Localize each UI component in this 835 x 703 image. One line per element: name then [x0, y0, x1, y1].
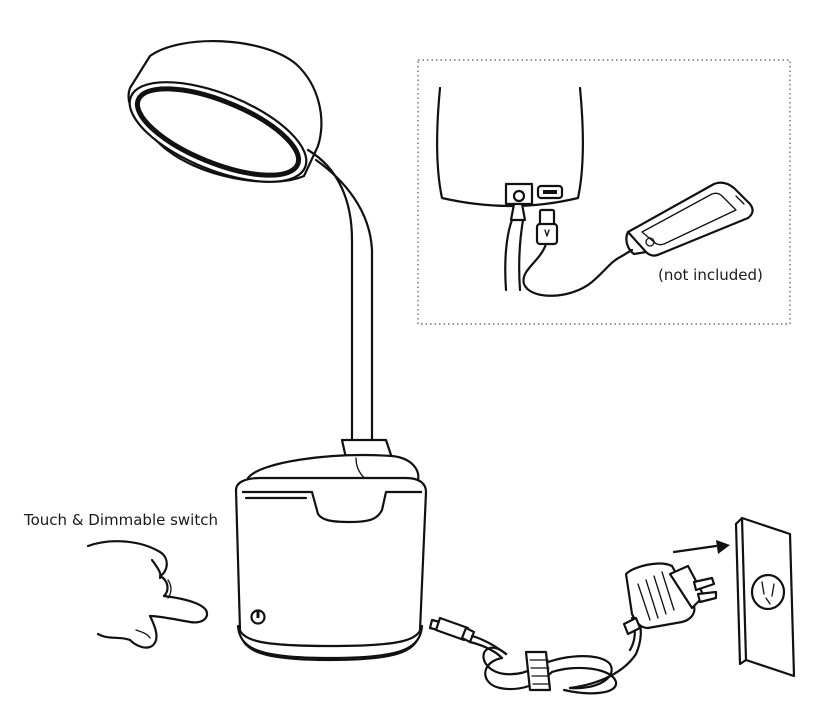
- lamp-base: [234, 476, 428, 662]
- inset-box: [417, 59, 791, 325]
- touch-switch-label: Touch & Dimmable switch: [24, 511, 218, 529]
- wall-outlet: [734, 516, 796, 678]
- power-adapter: [622, 562, 718, 636]
- hand-illustration: [86, 540, 209, 649]
- inset-lamp-base: [436, 86, 584, 208]
- inset-usb-cable: [522, 208, 624, 297]
- lamp-head: [127, 39, 323, 183]
- gooseneck-arm: [306, 148, 374, 444]
- inset-dc-cable: [504, 202, 527, 292]
- power-adapter-cable: [428, 616, 642, 695]
- phone-illustration: [620, 181, 754, 258]
- arrow-right-icon: [672, 540, 730, 554]
- not-included-label: (not included): [658, 266, 763, 284]
- power-icon: [250, 609, 266, 625]
